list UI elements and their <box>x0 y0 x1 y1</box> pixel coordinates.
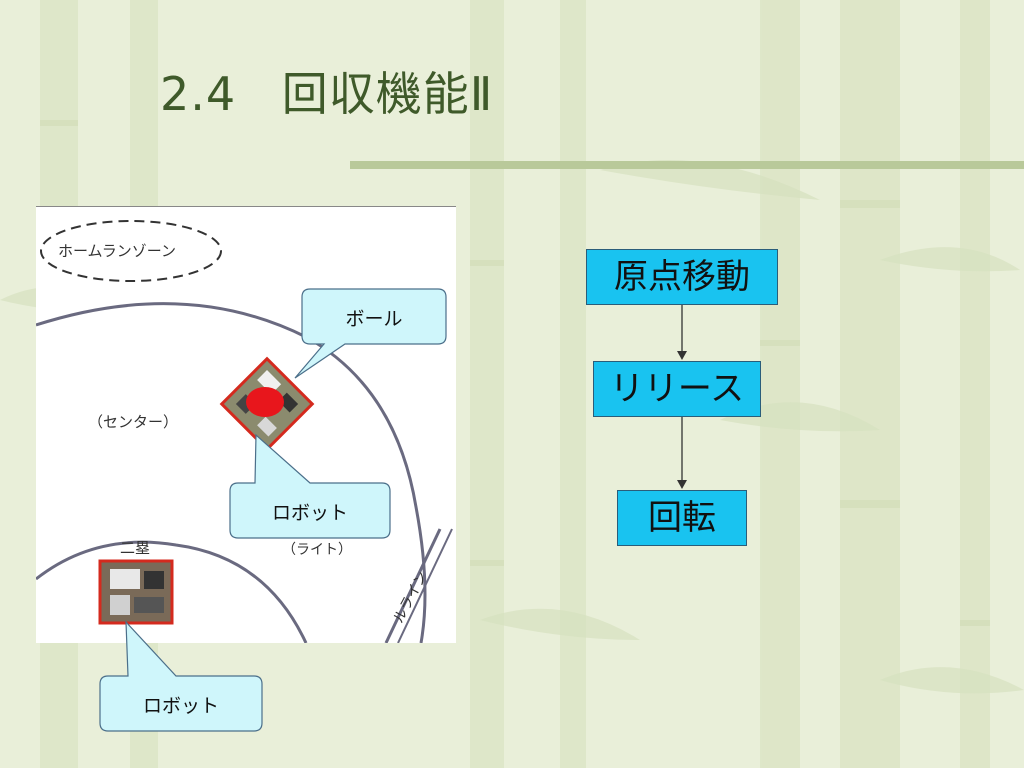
slide-title-text: 回収機能Ⅱ <box>281 67 494 121</box>
ball-callout-bubble <box>294 288 447 379</box>
field-lines <box>36 220 453 643</box>
right-label: （ライト） <box>282 542 352 558</box>
slide-title: 2.4 回収機能Ⅱ <box>160 58 493 124</box>
slide-title-number: 2.4 <box>160 67 237 121</box>
home-zone-ellipse <box>40 220 222 282</box>
robot-bottom-callout-label: ロボット <box>142 695 219 717</box>
field-diagram: ホームランゾーン （センター） 二塁 （ライト） ルライン <box>36 206 456 643</box>
robot-bottom-callout-bubble <box>99 620 263 732</box>
ball-callout-label: ボール <box>345 308 403 330</box>
flow-arrow-1 <box>677 305 687 360</box>
title-underline <box>350 161 1024 169</box>
base-label: 二塁 <box>120 539 151 557</box>
flow-step-release: リリース <box>593 361 761 417</box>
robot-bottom-marker <box>98 559 174 625</box>
center-label: （センター） <box>88 413 179 431</box>
robot-top-callout-bubble <box>229 433 391 539</box>
flow-arrow-2 <box>677 417 687 489</box>
ball-marker <box>246 387 284 417</box>
flow-step-origin-move: 原点移動 <box>586 249 778 305</box>
home-zone-label: ホームランゾーン <box>58 242 177 260</box>
flow-step-rotate: 回転 <box>617 490 747 546</box>
robot-top-callout-label: ロボット <box>271 502 348 524</box>
